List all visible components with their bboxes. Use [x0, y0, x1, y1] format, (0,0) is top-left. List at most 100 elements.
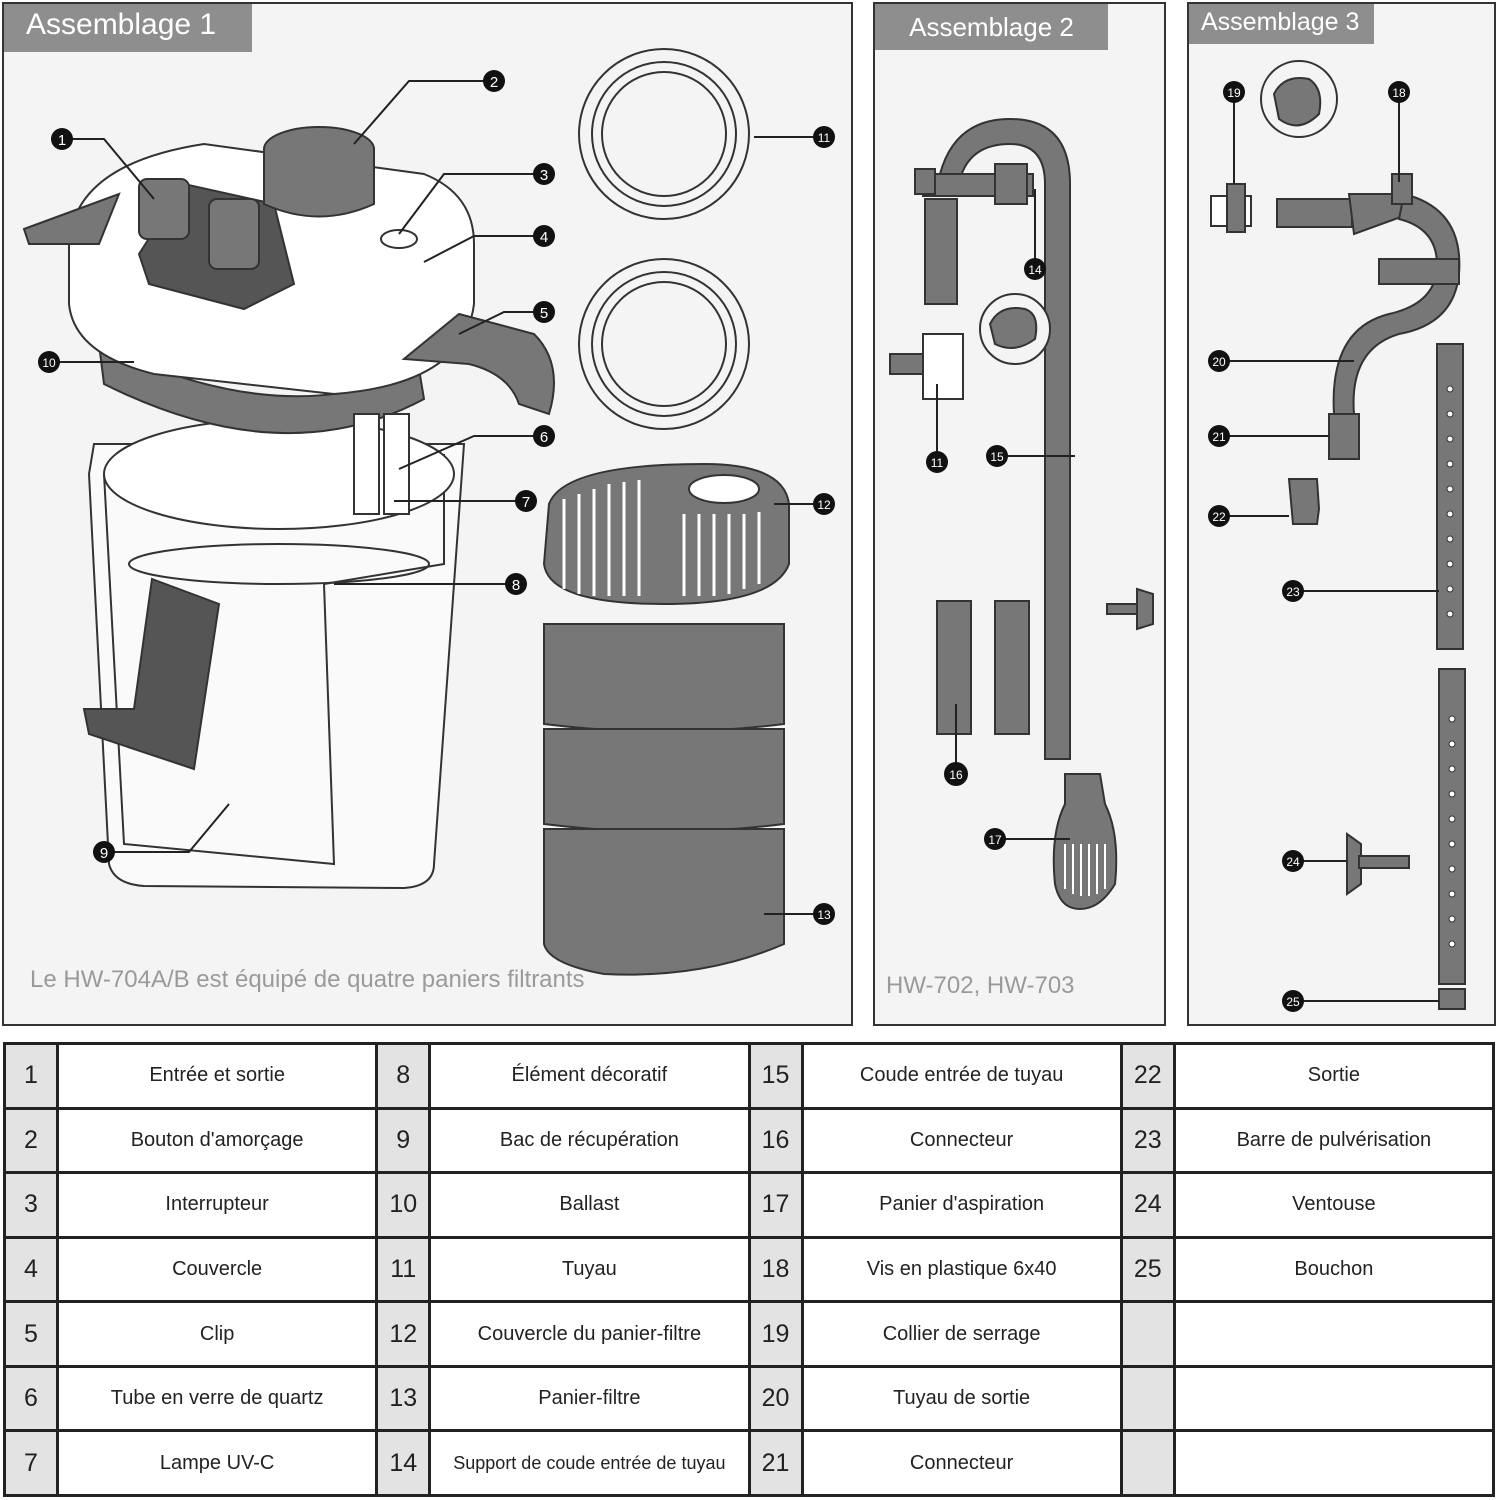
panel-assemblage-2: 14 11 15 16 17 Assemblage 2 HW-702, HW-7…	[873, 2, 1166, 1026]
outlet-nozzle	[1287, 478, 1321, 525]
connector-1	[936, 600, 972, 735]
suction-basket	[1052, 773, 1118, 911]
callout-1: 1	[58, 132, 66, 149]
callout-9: 9	[100, 845, 108, 862]
part-label: Coude entrée de tuyau	[800, 1042, 1123, 1110]
part-number: 2	[3, 1106, 59, 1175]
part-number: 15	[747, 1042, 804, 1110]
callout-badges: 1 2 3 4 5 6 7 8 9 10 11 12 13	[38, 70, 835, 925]
part-label: Support de coude entrée de tuyau	[428, 1429, 751, 1497]
spray-bar-1	[1436, 343, 1464, 650]
part-number: 6	[3, 1364, 59, 1433]
part-label: Interrupteur	[55, 1171, 379, 1239]
connector-21	[1328, 413, 1360, 460]
canister-body	[87, 443, 466, 890]
outlet-illustration: 19 18 20 21 22 23 24 25	[1208, 60, 1466, 1012]
part-label: Ballast	[428, 1171, 751, 1239]
part-label: Tube en verre de quartz	[55, 1364, 379, 1433]
callout-18: 18	[1392, 86, 1406, 100]
part-number: 25	[1119, 1235, 1176, 1304]
part-number: 21	[747, 1429, 804, 1497]
panel-title: Assemblage 2	[875, 4, 1108, 50]
part-label	[1172, 1364, 1496, 1433]
part-label: Collier de serrage	[800, 1300, 1123, 1368]
panel-title: Assemblage 1	[4, 4, 252, 52]
part-number: 20	[747, 1364, 804, 1433]
outlet-stem	[1276, 198, 1353, 228]
part-label	[1172, 1300, 1496, 1368]
part-number: 12	[375, 1300, 432, 1368]
hose-clamp	[1226, 183, 1246, 233]
canister-frame	[103, 454, 445, 866]
suction-cup	[1346, 832, 1362, 896]
part-label: Bouchon	[1172, 1235, 1496, 1304]
callout-24: 24	[1286, 855, 1300, 869]
callout-16: 16	[949, 768, 963, 782]
callout-12: 12	[817, 498, 831, 512]
part-label: Couvercle	[55, 1235, 379, 1304]
part-label: Vis en plastique 6x40	[800, 1235, 1123, 1304]
callout-13: 13	[817, 908, 831, 922]
callout-17: 17	[988, 833, 1002, 847]
part-label: Tuyau de sortie	[800, 1364, 1123, 1433]
part-label: Panier-filtre	[428, 1364, 751, 1433]
collection-tray	[82, 577, 221, 771]
part-label: Bac de récupération	[428, 1106, 751, 1175]
part-label: Élément décoratif	[428, 1042, 751, 1110]
callout-4: 4	[540, 229, 548, 246]
filter-basket-2	[543, 728, 785, 833]
part-label: Panier d'aspiration	[800, 1171, 1123, 1239]
part-number: 10	[375, 1171, 432, 1239]
part-number: 7	[3, 1429, 59, 1497]
callout-7: 7	[522, 494, 530, 511]
callout-10: 10	[42, 356, 56, 370]
callout-22: 22	[1212, 510, 1226, 524]
part-number: 8	[375, 1042, 432, 1110]
filter-illustration: 1 2 3 4 5 6 7 8 9 10 11 12 13	[22, 48, 835, 976]
panel-assemblage-3: 19 18 20 21 22 23 24 25 Assemblage 3	[1187, 2, 1496, 1026]
part-label: Sortie	[1172, 1042, 1496, 1110]
part-number: 9	[375, 1106, 432, 1175]
part-number	[1119, 1364, 1176, 1433]
callout-11b: 11	[931, 456, 944, 470]
ballast-ring	[97, 342, 426, 435]
part-number: 22	[1119, 1042, 1176, 1110]
part-label	[1172, 1429, 1496, 1497]
part-label: Clip	[55, 1300, 379, 1368]
callout-23: 23	[1286, 585, 1300, 599]
part-label: Couvercle du panier-filtre	[428, 1300, 751, 1368]
part-number: 3	[3, 1171, 59, 1239]
callout-6: 6	[540, 429, 548, 446]
part-label: Tuyau	[428, 1235, 751, 1304]
callout-25: 25	[1286, 995, 1300, 1009]
panel-note: HW-702, HW-703	[886, 972, 1075, 999]
part-number: 11	[375, 1235, 432, 1304]
part-number: 24	[1119, 1171, 1176, 1239]
panel-title: Assemblage 3	[1189, 4, 1374, 44]
panel-assemblage-1: 1 2 3 4 5 6 7 8 9 10 11 12 13 Assemblage…	[2, 2, 853, 1026]
callout-11: 11	[818, 131, 831, 145]
handle-right	[401, 312, 555, 416]
part-number: 17	[747, 1171, 804, 1239]
callout-badges: 14 11 15 16 17	[926, 258, 1046, 850]
part-number: 18	[747, 1235, 804, 1304]
part-number: 5	[3, 1300, 59, 1368]
part-label: Lampe UV-C	[55, 1429, 379, 1497]
part-number	[1119, 1300, 1176, 1368]
callout-5: 5	[540, 305, 548, 322]
end-cap	[1438, 988, 1466, 1010]
part-label: Bouton d'amorçage	[55, 1106, 379, 1175]
callout-14: 14	[1028, 263, 1042, 277]
callout-8: 8	[512, 577, 520, 594]
part-number: 13	[375, 1364, 432, 1433]
callout-badges: 19 18 20 21 22 23 24 25	[1208, 81, 1410, 1012]
part-label: Connecteur	[800, 1429, 1123, 1497]
panel-note: Le HW-704A/B est équipé de quatre panier…	[30, 966, 585, 993]
